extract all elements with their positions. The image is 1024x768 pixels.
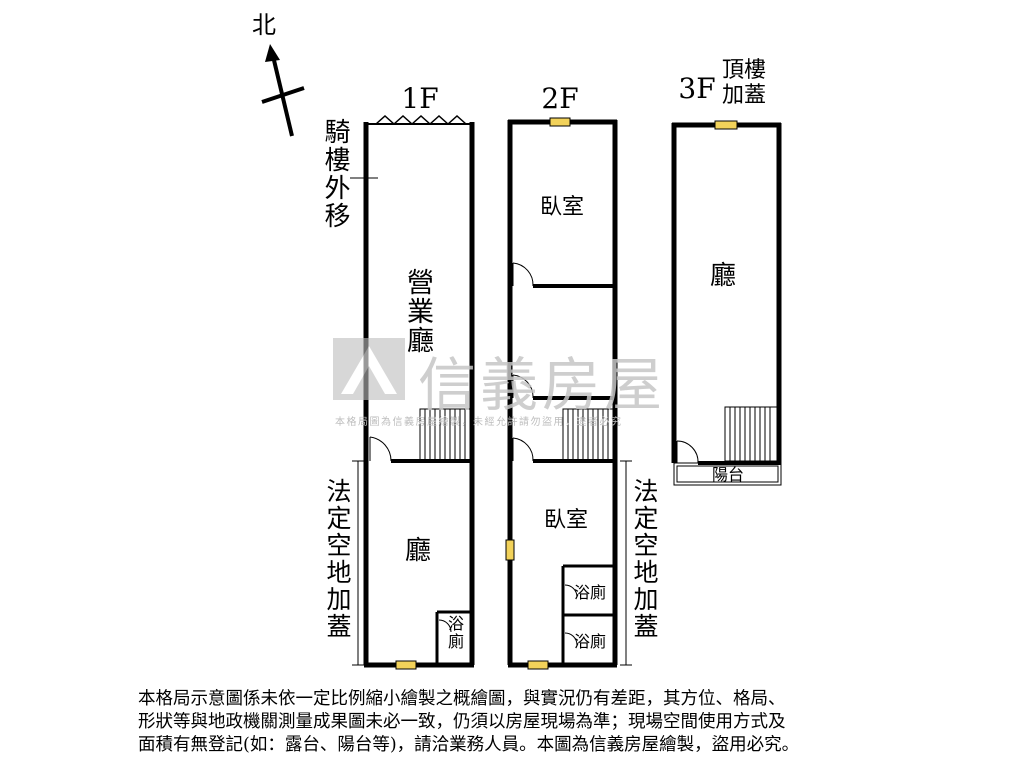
brand-logo-icon <box>333 338 405 400</box>
room-bedroom-2f-top: 臥室 <box>540 195 584 220</box>
window-icon <box>714 120 738 130</box>
disclaimer-line-2: 形狀等與地政機關測量成果圖未必一致，仍須以房屋現場為準；現場空間使用方式及 <box>138 712 786 732</box>
door-swing-icon <box>676 440 699 464</box>
side-note-legal-space-right: 法定空地加蓋 <box>630 478 659 640</box>
watermark-brand: 信義房屋 <box>418 351 667 419</box>
side-note-arcade: 騎樓外移 <box>320 118 350 230</box>
dimension-bracket-left <box>352 460 364 666</box>
compass-crossbar <box>261 86 305 104</box>
room-bath-2f-1: 浴廁 <box>574 583 606 602</box>
roof-addition-note: 頂樓加蓋 <box>722 58 767 108</box>
room-balcony-3f: 陽台 <box>712 465 744 484</box>
room-hall-3f: 廳 <box>710 261 736 291</box>
disclaimer: 本格局示意圖係未依一定比例縮小繪製之概繪圖，與實況仍有差距，其方位、格局、 形狀… <box>138 688 898 757</box>
door-swing-icon <box>512 262 534 287</box>
room-bath-1f-vertical: 浴廁 <box>445 615 464 651</box>
disclaimer-line-3: 面積有無登記(如：露台、陽台等)，請洽業務人員。本圖為信義房屋繪製，盜用必究。 <box>138 735 800 755</box>
room-business-hall: 營業廳 <box>402 268 433 355</box>
stairs-icon <box>724 406 778 462</box>
disclaimer-line-1: 本格局示意圖係未依一定比例縮小繪製之概繪圖，與實況仍有差距，其方位、格局、 <box>138 689 786 709</box>
floor-3f-label: 3F <box>678 72 715 105</box>
room-bedroom-2f-bottom: 臥室 <box>544 508 588 533</box>
window-icon <box>505 539 515 561</box>
folding-door-icon <box>366 114 472 126</box>
floor-2f: 2F <box>505 82 618 670</box>
door-swing-icon <box>512 374 534 399</box>
floor-3f: 3F 陽台 廳 <box>671 72 782 486</box>
watermark-notice: 本格局圖為信義房屋繪製，未經允許請勿盜用，違者必究 <box>335 417 623 428</box>
window-icon <box>527 660 549 670</box>
door-swing-icon <box>564 584 578 646</box>
side-note-legal-space-left: 法定空地加蓋 <box>323 478 352 640</box>
dimension-bracket-right <box>620 460 632 666</box>
compass: 北 <box>252 11 305 137</box>
floor-2f-label: 2F <box>541 82 578 115</box>
door-swing-icon <box>369 436 392 462</box>
door-swing-icon <box>438 619 452 633</box>
window-icon <box>549 117 571 127</box>
room-bath-2f-2: 浴廁 <box>574 632 606 651</box>
door-swing-icon <box>512 437 534 462</box>
floor-1f-label: 1F <box>401 82 438 115</box>
north-arrow-icon <box>265 44 280 62</box>
north-label: 北 <box>252 11 276 39</box>
room-hall-1f: 廳 <box>405 536 431 566</box>
window-icon <box>395 660 417 670</box>
balcony-outline <box>673 462 782 486</box>
